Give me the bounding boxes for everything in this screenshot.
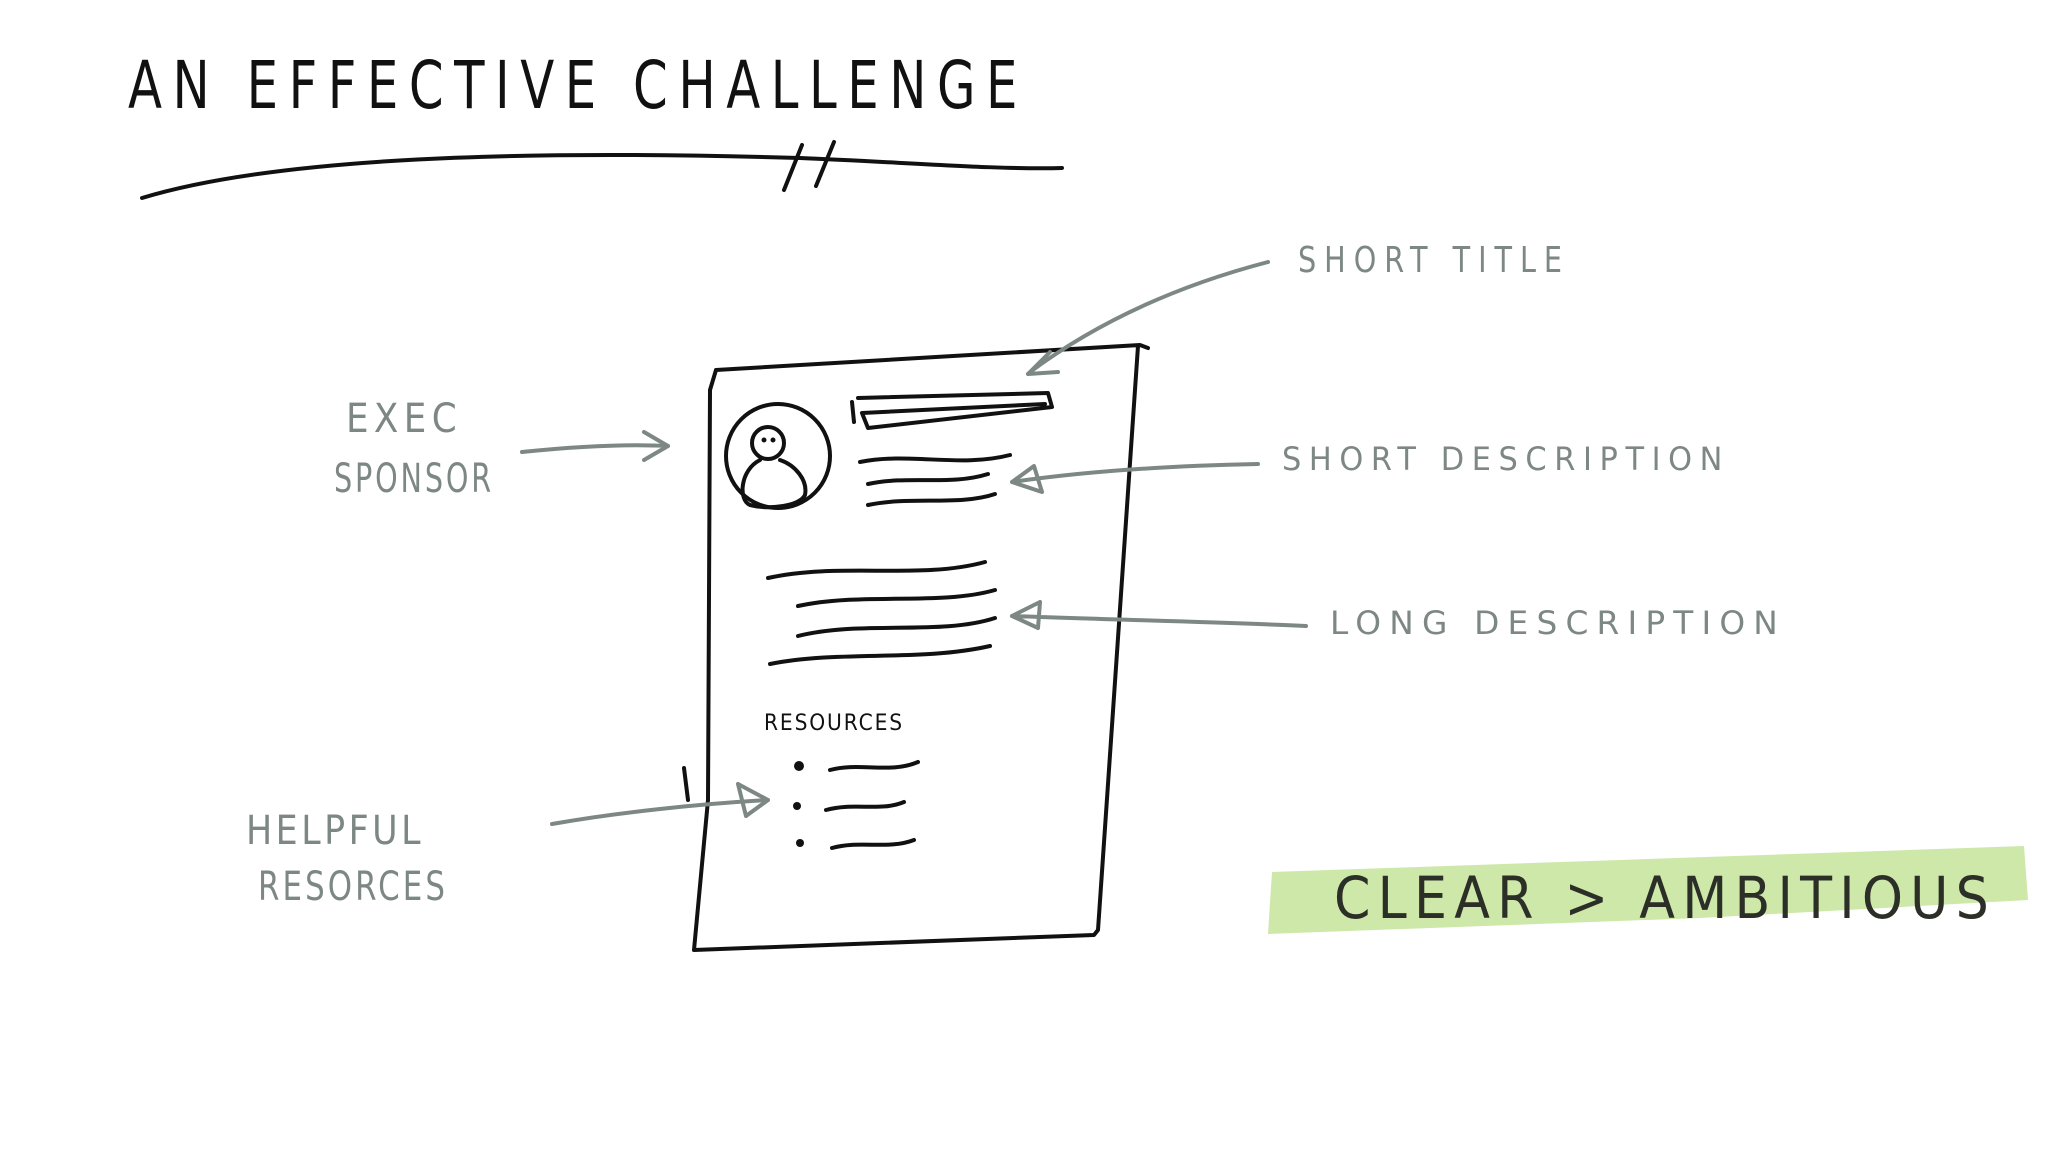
annotation-short-description: Short description [1282, 440, 1730, 478]
avatar-eye-2 [770, 437, 776, 443]
resource-bullet-1 [794, 761, 804, 771]
arrow-long-description [1010, 600, 1308, 630]
resource-line-3 [830, 838, 916, 850]
card-long-desc-line-2 [796, 588, 997, 608]
annotation-short-title: Short title [1298, 240, 1570, 281]
title-hatch-2 [814, 140, 836, 188]
card-short-desc-line-1 [858, 453, 1012, 464]
annotation-exec-line-2: Sponsor [334, 456, 494, 502]
avatar-body [740, 458, 808, 510]
highlight-swatch [1268, 846, 2028, 934]
card-short-desc-line-2 [866, 472, 990, 486]
avatar-eye [761, 437, 767, 443]
avatar-head [750, 425, 786, 461]
card-short-desc-line-3 [866, 492, 997, 507]
card-title-bar [850, 391, 1054, 430]
annotation-long-description: Long description [1330, 604, 1786, 642]
resource-bullet-2 [793, 802, 801, 810]
resource-line-1 [828, 760, 920, 772]
card-long-desc-line-3 [796, 616, 997, 638]
annotation-helpful-line-2: Resorces [258, 864, 448, 910]
resource-bullet-3 [796, 839, 804, 847]
title-underline [140, 152, 1064, 200]
annotation-helpful-line-1: Helpful [246, 808, 424, 854]
arrow-helpful-resources [550, 782, 770, 826]
card-long-desc-line-1 [766, 560, 987, 580]
card-long-desc-line-4 [768, 644, 992, 666]
arrow-short-title [1026, 260, 1270, 376]
arrow-short-description [1010, 462, 1260, 494]
resource-line-2 [824, 800, 906, 812]
arrow-exec-sponsor [520, 430, 670, 462]
page-title: An effective challenge [128, 47, 1028, 124]
card-resources-heading: Resources [764, 711, 904, 736]
highlight-text: CLEAR > AMBITIOUS [1334, 864, 1996, 932]
title-hatch-1 [782, 143, 804, 192]
annotation-exec-line-1: Exec [346, 396, 462, 442]
challenge-card-outline [682, 343, 1150, 952]
